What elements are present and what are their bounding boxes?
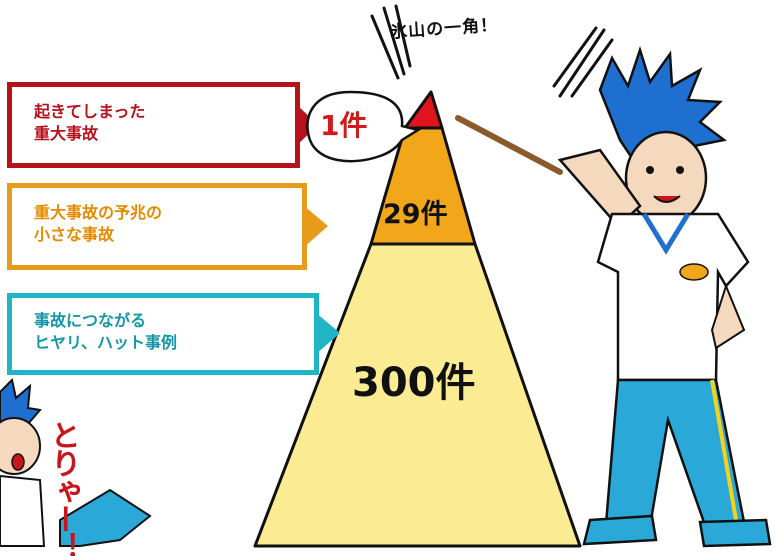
callout-minor-accident-line2: 小さな事故 <box>34 225 115 244</box>
callout-teal-arrow <box>315 312 340 355</box>
shout-text: とりゃー！ <box>45 420 80 556</box>
pyramid-top-count: 1件 <box>320 109 368 142</box>
callout-near-miss-line2: ヒヤリ、ハット事例 <box>34 333 178 352</box>
pyramid-top-tier <box>403 90 444 130</box>
presenter-character <box>557 45 772 548</box>
pyramid-bottom-count: 300件 <box>352 360 476 406</box>
callout-major-accident-line1: 起きてしまった <box>34 102 146 121</box>
callout-major-accident-line2: 重大事故 <box>34 124 99 143</box>
pyramid-middle-count: 29件 <box>383 199 448 230</box>
running-character <box>0 378 152 547</box>
emphasis-lines-right <box>552 26 614 98</box>
emphasis-lines-left <box>370 4 412 80</box>
count-speech-bubble <box>306 90 422 163</box>
callout-minor-accident-line1: 重大事故の予兆の <box>34 203 163 222</box>
callout-orange-arrow <box>303 205 328 248</box>
callout-minor-accident: 重大事故の予兆の 小さな事故 <box>7 183 307 270</box>
pointer-stick <box>455 115 563 175</box>
callout-near-miss: 事故につながる ヒヤリ、ハット事例 <box>7 293 319 375</box>
callout-major-accident: 起きてしまった 重大事故 <box>7 82 300 168</box>
callout-near-miss-line1: 事故につながる <box>34 311 147 330</box>
